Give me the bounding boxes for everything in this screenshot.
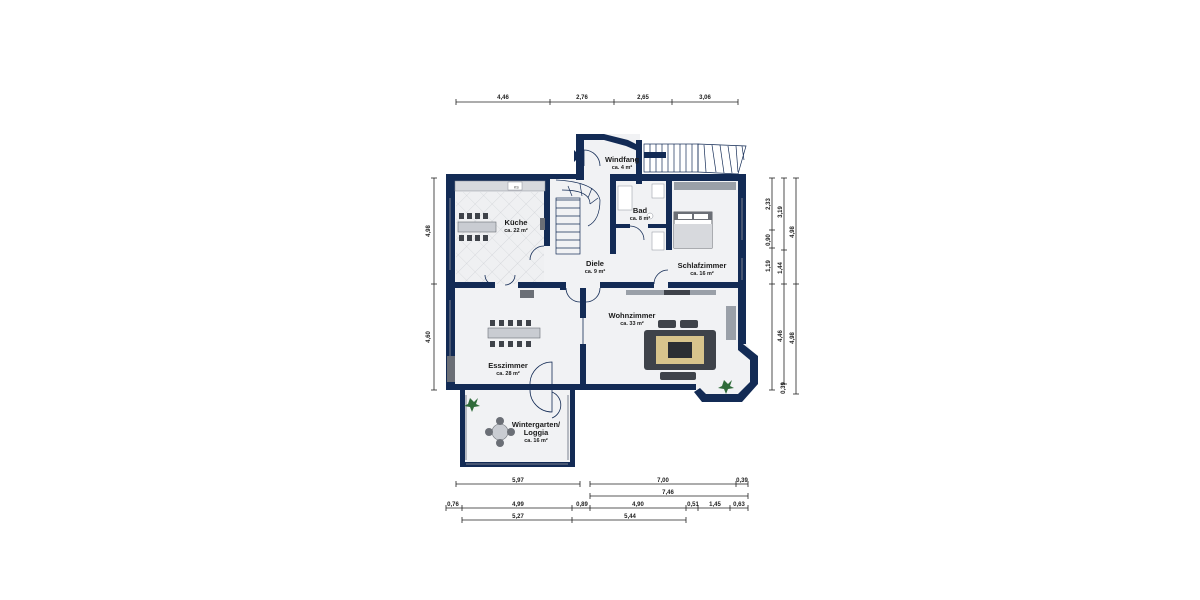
room-area-bad: ca. 8 m²: [630, 215, 651, 222]
dimensions-top: 4,46 2,76 2,65 3,06: [455, 95, 739, 105]
room-name-wintergarten-line2: Loggia: [524, 428, 549, 437]
room-area-kueche: ca. 22 m²: [504, 227, 528, 234]
exterior-stairs: [643, 143, 747, 175]
room-area-esszimmer: ca. 28 m²: [496, 370, 520, 377]
room-name-wohnzimmer: Wohnzimmer: [609, 311, 656, 320]
bed: [673, 182, 736, 249]
dim-bottom-r3-5: 0,51: [687, 502, 699, 508]
dim-top-1: 4,46: [497, 95, 509, 101]
room-area-diele: ca. 9 m²: [585, 268, 606, 275]
dim-bottom-r1-1: 5,97: [512, 478, 524, 484]
room-name-kueche: Küche: [505, 218, 528, 227]
dim-bottom-r4-1: 5,27: [512, 514, 524, 520]
wintergarten-table: [485, 417, 515, 447]
dim-left-2: 4,60: [426, 331, 432, 343]
living-sofa-table: [644, 320, 716, 380]
room-name-schlafzimmer: Schlafzimmer: [678, 261, 727, 270]
fridge-label: KS: [514, 186, 519, 190]
room-name-diele: Diele: [586, 259, 604, 268]
dimensions-left: 4,98 4,60: [426, 177, 437, 391]
dim-bottom-r3-6: 1,45: [709, 502, 721, 508]
room-labels: Windfang ca. 4 m² Küche ca. 22 m² Bad ca…: [488, 155, 726, 444]
esszimmer-dining-table: [487, 320, 541, 347]
plants: [464, 380, 734, 412]
dim-right-inner-1: 2,33: [766, 198, 772, 210]
dim-bottom-r3-7: 0,63: [733, 502, 745, 508]
room-area-windfang: ca. 4 m²: [612, 164, 633, 171]
room-name-esszimmer: Esszimmer: [488, 361, 528, 370]
dim-right-inner-4: 0,39: [781, 382, 787, 394]
dim-right-inner-3: 1,19: [766, 260, 772, 272]
kitchen-dining-table: [457, 213, 497, 241]
dim-top-3: 2,65: [637, 95, 649, 101]
dim-right-middle-1: 3,19: [778, 206, 784, 218]
dim-bottom-r3-4: 4,90: [632, 502, 644, 508]
dim-bottom-r3-2: 4,99: [512, 502, 524, 508]
dim-bottom-r3-3: 0,89: [576, 502, 588, 508]
dimensions-bottom: 5,97 7,00 0,39 7,46 0,76 4,99 0,89 4,90 …: [445, 478, 748, 523]
dimensions-right: 2,33 0,90 1,19 0,39 3,19 1,44 4,46 4,98 …: [766, 177, 799, 395]
dim-right-outer-2: 4,98: [790, 332, 796, 344]
kitchen-counter: KS: [454, 180, 546, 230]
dim-bottom-r4-2: 5,44: [624, 514, 636, 520]
dim-right-middle-3: 4,46: [778, 330, 784, 342]
dim-bottom-r2-1: 7,46: [662, 490, 674, 496]
room-area-schlafzimmer: ca. 16 m²: [690, 270, 714, 277]
dim-right-outer-1: 4,98: [790, 226, 796, 238]
room-name-windfang: Windfang: [605, 155, 640, 164]
dim-right-middle-2: 1,44: [778, 262, 784, 274]
room-area-wohnzimmer: ca. 33 m²: [620, 320, 644, 327]
dim-bottom-r3-1: 0,76: [447, 502, 459, 508]
room-name-bad: Bad: [633, 206, 648, 215]
dim-bottom-r1-3: 0,39: [736, 478, 748, 484]
dim-left-1: 4,98: [426, 225, 432, 237]
room-area-wintergarten: ca. 16 m²: [524, 437, 548, 444]
sideboards: [447, 290, 736, 382]
doors: [484, 149, 669, 419]
dim-right-inner-2: 0,90: [766, 234, 772, 246]
room-name-wintergarten-line1: Wintergarten/: [512, 420, 561, 429]
dim-bottom-r1-2: 7,00: [657, 478, 669, 484]
dim-top-4: 3,06: [699, 95, 711, 101]
bathroom-fixtures: [617, 183, 665, 251]
dim-top-2: 2,76: [576, 95, 588, 101]
staircase: [555, 179, 601, 255]
